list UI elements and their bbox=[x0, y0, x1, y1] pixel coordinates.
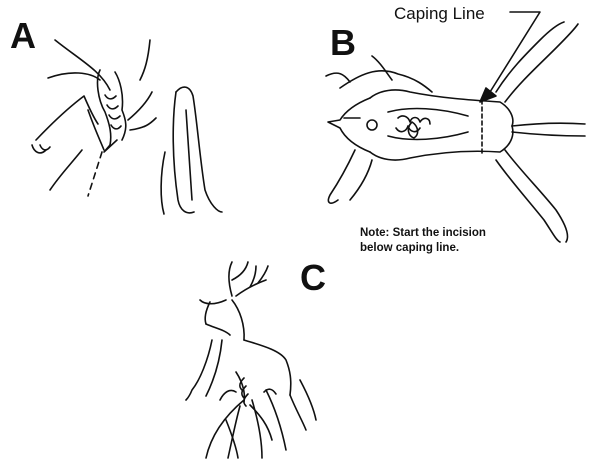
caping-line-label: Caping Line bbox=[394, 5, 485, 22]
panel-a-letter: A bbox=[10, 15, 36, 56]
panel-b-letter: B bbox=[330, 22, 356, 63]
incision-note-line-1: Note: Start the incision bbox=[360, 226, 560, 241]
incision-note-line-2: below caping line. bbox=[360, 241, 560, 256]
panel-b-illustration bbox=[326, 12, 585, 242]
panel-c-illustration bbox=[186, 262, 316, 458]
incision-note: Note: Start the incision below caping li… bbox=[360, 226, 560, 256]
panel-a-illustration bbox=[32, 40, 222, 214]
panel-c-letter: C bbox=[300, 257, 326, 298]
